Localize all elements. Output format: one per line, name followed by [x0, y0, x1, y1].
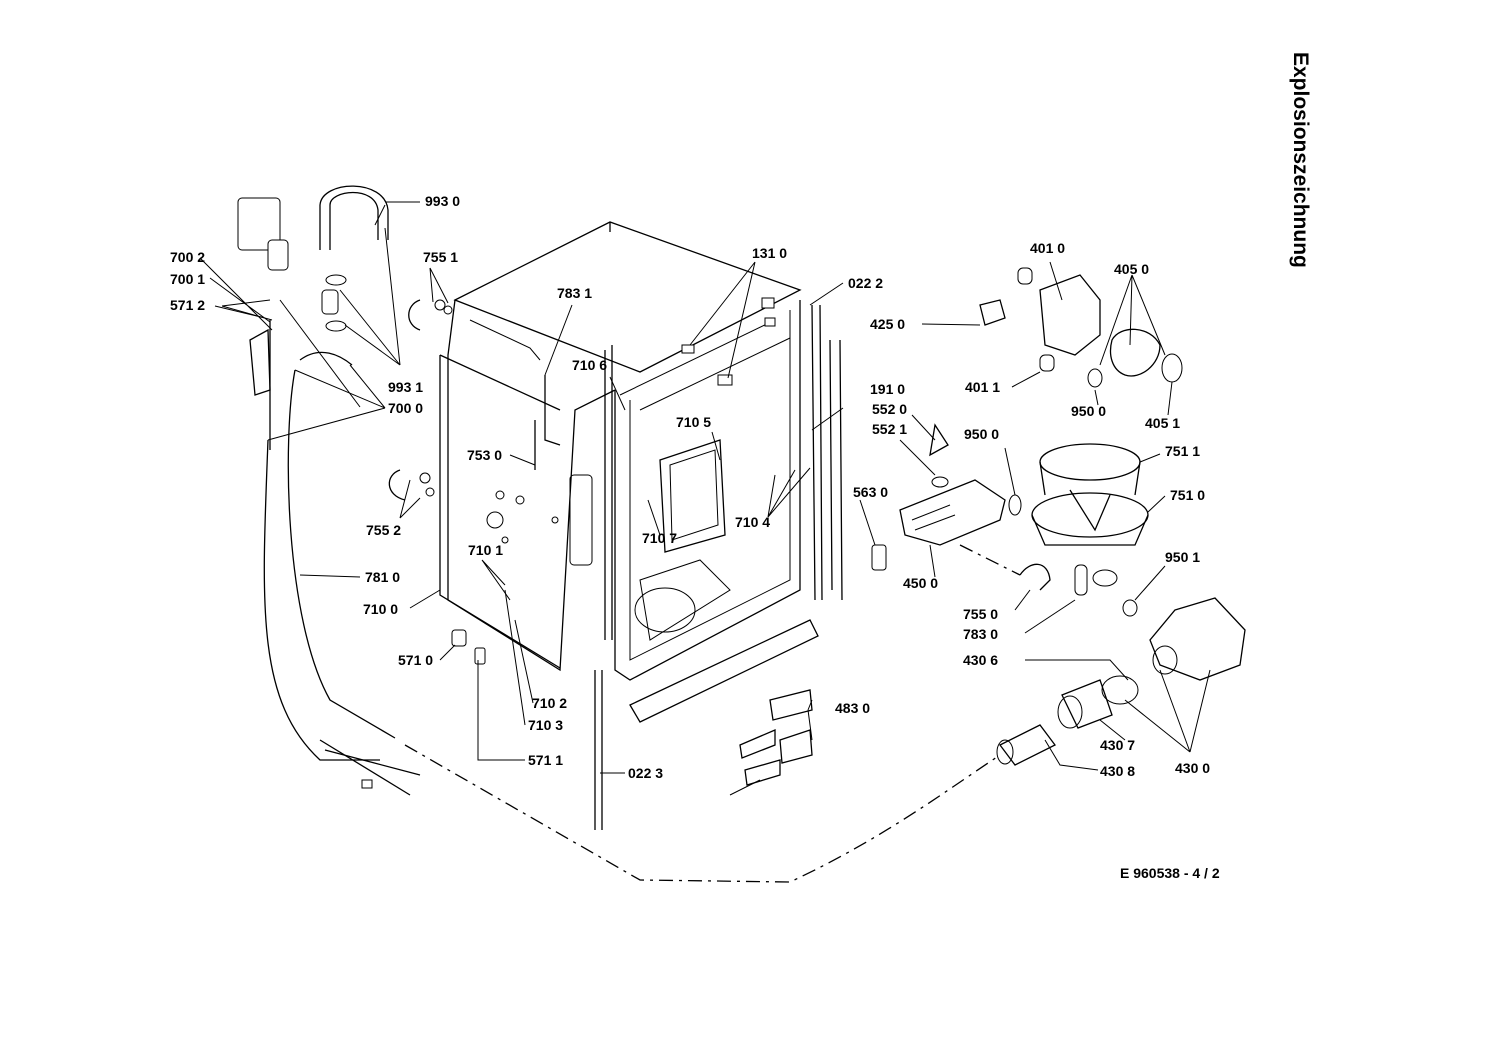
sump-filter [1031, 443, 1149, 546]
inlet-path-line [959, 544, 1021, 576]
part-label-7810: 781 0 [365, 569, 400, 585]
part-label-5710: 571 0 [398, 652, 433, 668]
cable-harnesses [729, 689, 813, 796]
part-label-9930: 993 0 [425, 193, 460, 209]
part-label-1910: 191 0 [870, 381, 905, 397]
small-switches [451, 629, 486, 665]
part-label-9931: 993 1 [388, 379, 423, 395]
part-label-4500: 450 0 [903, 575, 938, 591]
part-label-4050: 405 0 [1114, 261, 1149, 277]
part-label-7552: 755 2 [366, 522, 401, 538]
part-label-4830: 483 0 [835, 700, 870, 716]
cabinet-frame [439, 221, 843, 830]
part-label-7104: 710 4 [735, 514, 770, 530]
part-label-4308: 430 8 [1100, 763, 1135, 779]
motor-housing [979, 267, 1183, 388]
part-label-7100: 710 0 [363, 601, 398, 617]
part-label-4307: 430 7 [1100, 737, 1135, 753]
part-label-9500b: 950 0 [964, 426, 999, 442]
hoses-755-783 [1019, 563, 1138, 617]
part-label-7000: 700 0 [388, 400, 423, 416]
part-label-4011: 401 1 [965, 379, 1000, 395]
part-label-7551: 755 1 [423, 249, 458, 265]
part-label-5630: 563 0 [853, 484, 888, 500]
part-label-9500: 950 0 [1071, 403, 1106, 419]
pump-430 [996, 597, 1246, 766]
part-label-5711: 571 1 [528, 752, 563, 768]
drain-path-line [404, 744, 1001, 883]
part-label-7831: 783 1 [557, 285, 592, 301]
part-label-4300: 430 0 [1175, 760, 1210, 776]
part-label-7106: 710 6 [572, 357, 607, 373]
page-title: Explosionszeichnung [1289, 52, 1312, 268]
drain-hose-bend [319, 185, 389, 332]
part-labels: 993 0 700 2 700 1 571 2 755 1 993 1 700 … [170, 193, 1210, 781]
part-label-5712: 571 2 [170, 297, 205, 313]
part-label-7830: 783 0 [963, 626, 998, 642]
part-label-7001: 700 1 [170, 271, 205, 287]
part-label-7101: 710 1 [468, 542, 503, 558]
part-label-7530: 753 0 [467, 447, 502, 463]
part-label-0222: 022 2 [848, 275, 883, 291]
part-label-5520: 552 0 [872, 401, 907, 417]
part-label-4250: 425 0 [870, 316, 905, 332]
part-label-7002: 700 2 [170, 249, 205, 265]
part-label-7102: 710 2 [532, 695, 567, 711]
small-hoses [388, 299, 453, 501]
inlet-valve-assembly [237, 197, 421, 796]
part-label-0223: 022 3 [628, 765, 663, 781]
part-label-4010: 401 0 [1030, 240, 1065, 256]
part-label-7510: 751 0 [1170, 487, 1205, 503]
part-label-1310: 131 0 [752, 245, 787, 261]
part-label-4306: 430 6 [963, 652, 998, 668]
part-label-5521: 552 1 [872, 421, 907, 437]
document-reference: E 960538 - 4 / 2 [1120, 865, 1220, 881]
part-label-4051: 405 1 [1145, 415, 1180, 431]
part-label-7511: 751 1 [1165, 443, 1200, 459]
leader-lines [199, 201, 1211, 774]
part-label-7107: 710 7 [642, 530, 677, 546]
part-label-9501: 950 1 [1165, 549, 1200, 565]
part-label-7550: 755 0 [963, 606, 998, 622]
top-clips [681, 297, 776, 386]
part-label-7105: 710 5 [676, 414, 711, 430]
distributor-450 [871, 423, 1022, 571]
part-label-7103: 710 3 [528, 717, 563, 733]
